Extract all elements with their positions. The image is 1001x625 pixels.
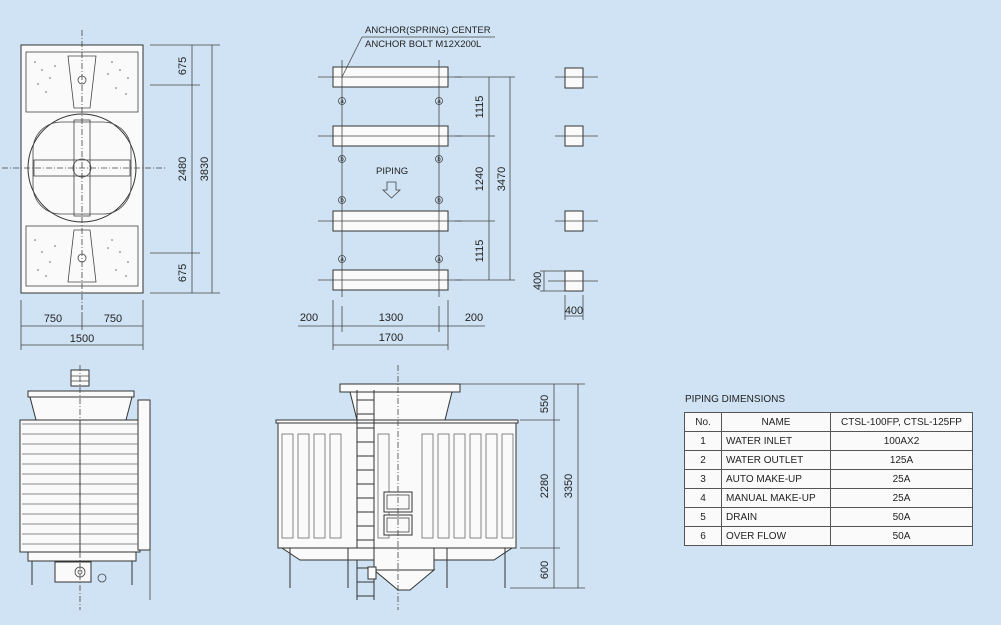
mark-a-2: a [437, 99, 441, 105]
mark-a-3: a [340, 257, 344, 263]
dim-top-750b: 750 [104, 313, 122, 325]
row-value: 125A [830, 450, 973, 470]
side-detail-view [540, 67, 598, 320]
front-fan-stack [349, 391, 453, 421]
fan-stack [29, 396, 133, 421]
row-value: 50A [830, 526, 973, 546]
row-name: MANUAL MAKE-UP [721, 488, 831, 508]
front-elevation-view [275, 365, 585, 610]
mark-b-1: b [340, 157, 344, 163]
mark-b-2: b [437, 157, 441, 163]
row-value: 50A [830, 507, 973, 527]
row-name: WATER OUTLET [721, 450, 831, 470]
header-model: CTSL-100FP, CTSL-125FP [830, 412, 973, 432]
dim-elev-600: 600 [539, 561, 551, 579]
row-name: OVER FLOW [721, 526, 831, 546]
row-value: 25A [830, 469, 973, 489]
row-name: WATER INLET [721, 431, 831, 451]
dim-top-3830: 3830 [199, 157, 211, 181]
dim-base-1300: 1300 [379, 312, 403, 324]
header-name: NAME [721, 412, 831, 432]
front-louver-slats [281, 433, 514, 539]
label-anchor-center: ANCHOR(SPRING) CENTER [365, 25, 491, 36]
mark-b-3: b [340, 198, 344, 204]
top-plan-view [2, 30, 220, 350]
dim-base-1700: 1700 [379, 332, 403, 344]
row-no: 6 [684, 526, 722, 546]
row-value: 100AX2 [830, 431, 973, 451]
mark-b-4: b [437, 198, 441, 204]
mark-a-4: a [437, 257, 441, 263]
plan-dot-pattern [34, 61, 129, 277]
label-anchor-bolt: ANCHOR BOLT M12X200L [365, 39, 481, 50]
dim-base-1115a: 1115 [474, 96, 486, 119]
row-name: AUTO MAKE-UP [721, 469, 831, 489]
dim-top-2480: 2480 [177, 157, 189, 181]
dim-base-200b: 200 [465, 312, 483, 324]
row-no: 4 [684, 488, 722, 508]
piping-table-title: PIPING DIMENSIONS [685, 394, 786, 405]
dim-base-1240: 1240 [474, 167, 486, 191]
dim-side-400a: 400 [532, 272, 544, 290]
row-no: 5 [684, 507, 722, 527]
dim-top-750a: 750 [44, 313, 62, 325]
label-piping: PIPING [376, 166, 408, 177]
mark-a-1: a [340, 99, 344, 105]
dim-top-675a: 675 [177, 57, 189, 75]
side-elevation-view [19, 365, 151, 610]
row-no: 3 [684, 469, 722, 489]
dim-side-400b: 400 [565, 305, 583, 317]
dim-elev-2280: 2280 [539, 474, 551, 498]
table-header-row: No. NAME CTSL-100FP, CTSL-125FP [684, 412, 973, 432]
dim-top-675b: 675 [177, 264, 189, 282]
dim-elev-3350: 3350 [563, 474, 575, 498]
dim-base-1115b: 1115 [474, 240, 486, 263]
plan-top-hopper [67, 55, 97, 109]
header-no: No. [684, 412, 722, 432]
row-name: DRAIN [721, 507, 831, 527]
dim-elev-550: 550 [539, 395, 551, 413]
dim-base-200a: 200 [300, 312, 318, 324]
plan-bottom-hopper [67, 229, 97, 283]
piping-arrow-icon [381, 181, 402, 199]
dim-top-1500: 1500 [70, 333, 94, 345]
dim-base-3470: 3470 [496, 167, 508, 191]
row-no: 1 [684, 431, 722, 451]
foundation-plan [298, 36, 515, 350]
row-no: 2 [684, 450, 722, 470]
row-value: 25A [830, 488, 973, 508]
